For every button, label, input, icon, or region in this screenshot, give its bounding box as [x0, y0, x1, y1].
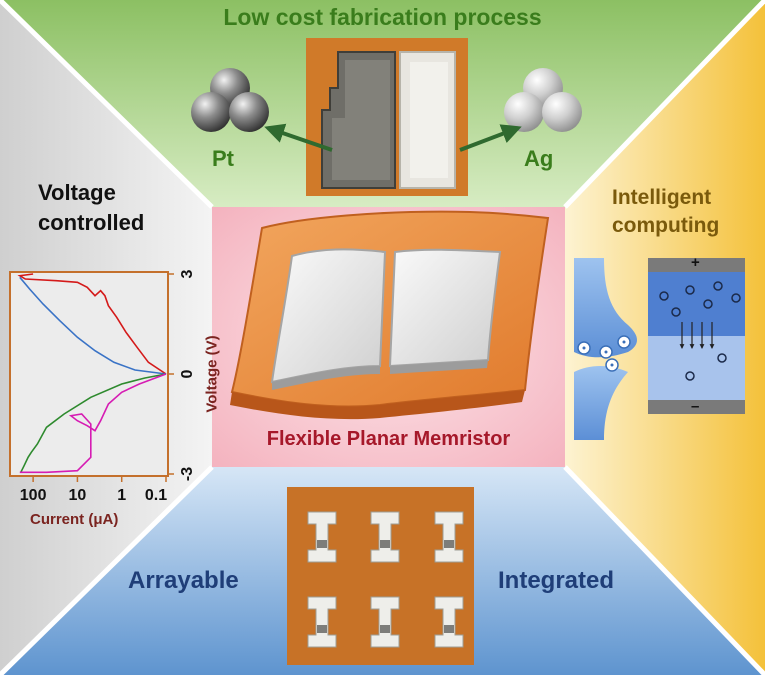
ag-atoms-icon — [504, 68, 582, 132]
pt-label: Pt — [212, 146, 234, 171]
pt-atoms-icon — [191, 68, 269, 132]
minus-sign: – — [691, 398, 700, 415]
iv-xlabel: Current (μA) — [30, 511, 119, 528]
plus-sign: + — [691, 254, 700, 271]
ag-arrow — [459, 124, 522, 152]
iv-chart-frame — [9, 271, 169, 477]
fabrication-photo — [306, 38, 468, 196]
ag-label: Ag — [524, 146, 554, 171]
iv-xtick-label: 10 — [69, 487, 87, 504]
array-device-gap — [317, 540, 327, 548]
array-device-gap — [444, 625, 454, 633]
iv-series-2 — [20, 373, 167, 473]
array-device-gap — [380, 625, 390, 633]
iv-xtick-label: 0.1 — [145, 487, 167, 504]
array-photo — [287, 487, 474, 665]
pt-arrow — [264, 123, 333, 152]
right-title-line1: Intelligent — [612, 186, 712, 209]
iv-series-0 — [17, 273, 167, 375]
bottom-right-label: Integrated — [498, 567, 615, 594]
iv-xtick-label: 100 — [20, 487, 47, 504]
array-device — [370, 596, 400, 648]
center-title: Flexible Planar Memristor — [266, 428, 511, 450]
array-device — [370, 511, 400, 563]
device-cross-section-icon — [648, 258, 745, 414]
array-device-gap — [380, 540, 390, 548]
top-title: Low cost fabrication process — [223, 4, 542, 30]
bottom-left-label: Arrayable — [128, 567, 239, 594]
array-device-gap — [317, 625, 327, 633]
array-device — [307, 596, 337, 648]
left-title-line1: Voltage — [38, 180, 116, 205]
memristor-illustration — [230, 210, 550, 420]
iv-xtick-label: 1 — [117, 487, 126, 504]
iv-series-3 — [19, 373, 167, 474]
array-device — [434, 596, 464, 648]
synapse-icon — [574, 258, 637, 440]
iv-ylabel: Voltage (V) — [203, 335, 221, 413]
right-title-line2: computing — [612, 214, 720, 237]
iv-ytick-label: -3 — [179, 467, 196, 481]
array-device — [307, 511, 337, 563]
iv-series-1 — [19, 276, 167, 375]
iv-ytick-label: 3 — [179, 269, 196, 278]
iv-ytick-label: 0 — [179, 369, 196, 378]
array-device — [434, 511, 464, 563]
array-device-gap — [444, 540, 454, 548]
left-title-line2: controlled — [38, 210, 145, 235]
